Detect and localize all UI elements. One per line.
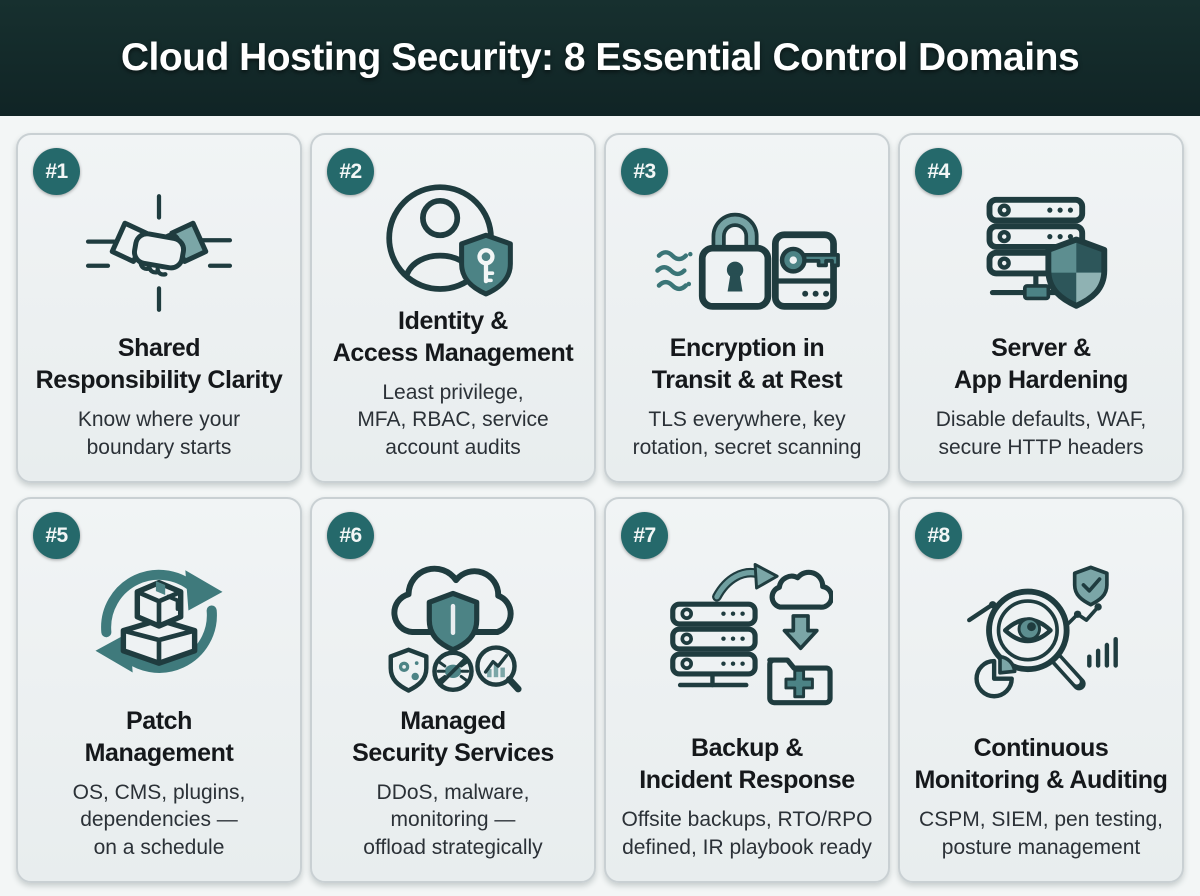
card-shared-responsibility: #1 Shared Responsibility Clarity Know wh… (16, 133, 302, 483)
card-number-badge: #7 (621, 512, 668, 559)
card-number-badge: #8 (915, 512, 962, 559)
server-shield-icon (912, 149, 1170, 333)
package-refresh-icon (30, 513, 288, 706)
card-description: Know where your boundary starts (77, 408, 241, 459)
infographic-header: Cloud Hosting Security: 8 Essential Cont… (0, 0, 1200, 116)
card-title: Managed Security Services (352, 707, 554, 767)
card-description: CSPM, SIEM, pen testing, posture managem… (919, 808, 1163, 859)
card-number-badge: #3 (621, 148, 668, 195)
cloud-shield-services-icon (324, 513, 582, 706)
card-description: Least privilege, MFA, RBAC, service acco… (357, 381, 549, 459)
card-number-badge: #2 (327, 148, 374, 195)
page-title: Cloud Hosting Security: 8 Essential Cont… (120, 36, 1080, 79)
card-title: Shared Responsibility Clarity (35, 334, 283, 394)
card-hardening: #4 (898, 133, 1184, 483)
card-number-badge: #1 (33, 148, 80, 195)
card-monitoring-auditing: #8 (898, 497, 1184, 883)
magnifier-eye-audit-icon (912, 513, 1170, 733)
card-description: Offsite backups, RTO/RPO defined, IR pla… (621, 808, 873, 859)
card-identity-access: #2 Identity & Access Management Least pr… (310, 133, 596, 483)
card-encryption: #3 Encrypt (604, 133, 890, 483)
card-title: Server & App Hardening (954, 334, 1128, 394)
server-cloud-folder-icon (618, 513, 876, 733)
card-title: Backup & Incident Response (639, 734, 855, 794)
card-description: Disable defaults, WAF, secure HTTP heade… (935, 408, 1147, 459)
card-number-badge: #5 (33, 512, 80, 559)
card-number-badge: #6 (327, 512, 374, 559)
card-title: Continuous Monitoring & Auditing (914, 734, 1168, 794)
card-title: Encryption in Transit & at Rest (651, 334, 843, 394)
card-description: DDoS, malware, monitoring — offload stra… (363, 781, 543, 859)
card-description: OS, CMS, plugins, dependencies — on a sc… (72, 781, 246, 859)
identity-shield-key-icon (324, 149, 582, 306)
card-backup-incident: #7 Backup (604, 497, 890, 883)
card-patch-management: #5 Patch Management OS, CMS, plugins, de… (16, 497, 302, 883)
card-title: Patch Management (84, 707, 234, 767)
card-managed-security: #6 (310, 497, 596, 883)
card-description: TLS everywhere, key rotation, secret sca… (632, 408, 862, 459)
handshake-boundary-icon (30, 149, 288, 333)
padlock-drive-key-icon (618, 149, 876, 333)
card-title: Identity & Access Management (332, 307, 574, 367)
card-grid: #1 Shared Responsibility Clarity Know wh… (0, 116, 1200, 896)
card-number-badge: #4 (915, 148, 962, 195)
